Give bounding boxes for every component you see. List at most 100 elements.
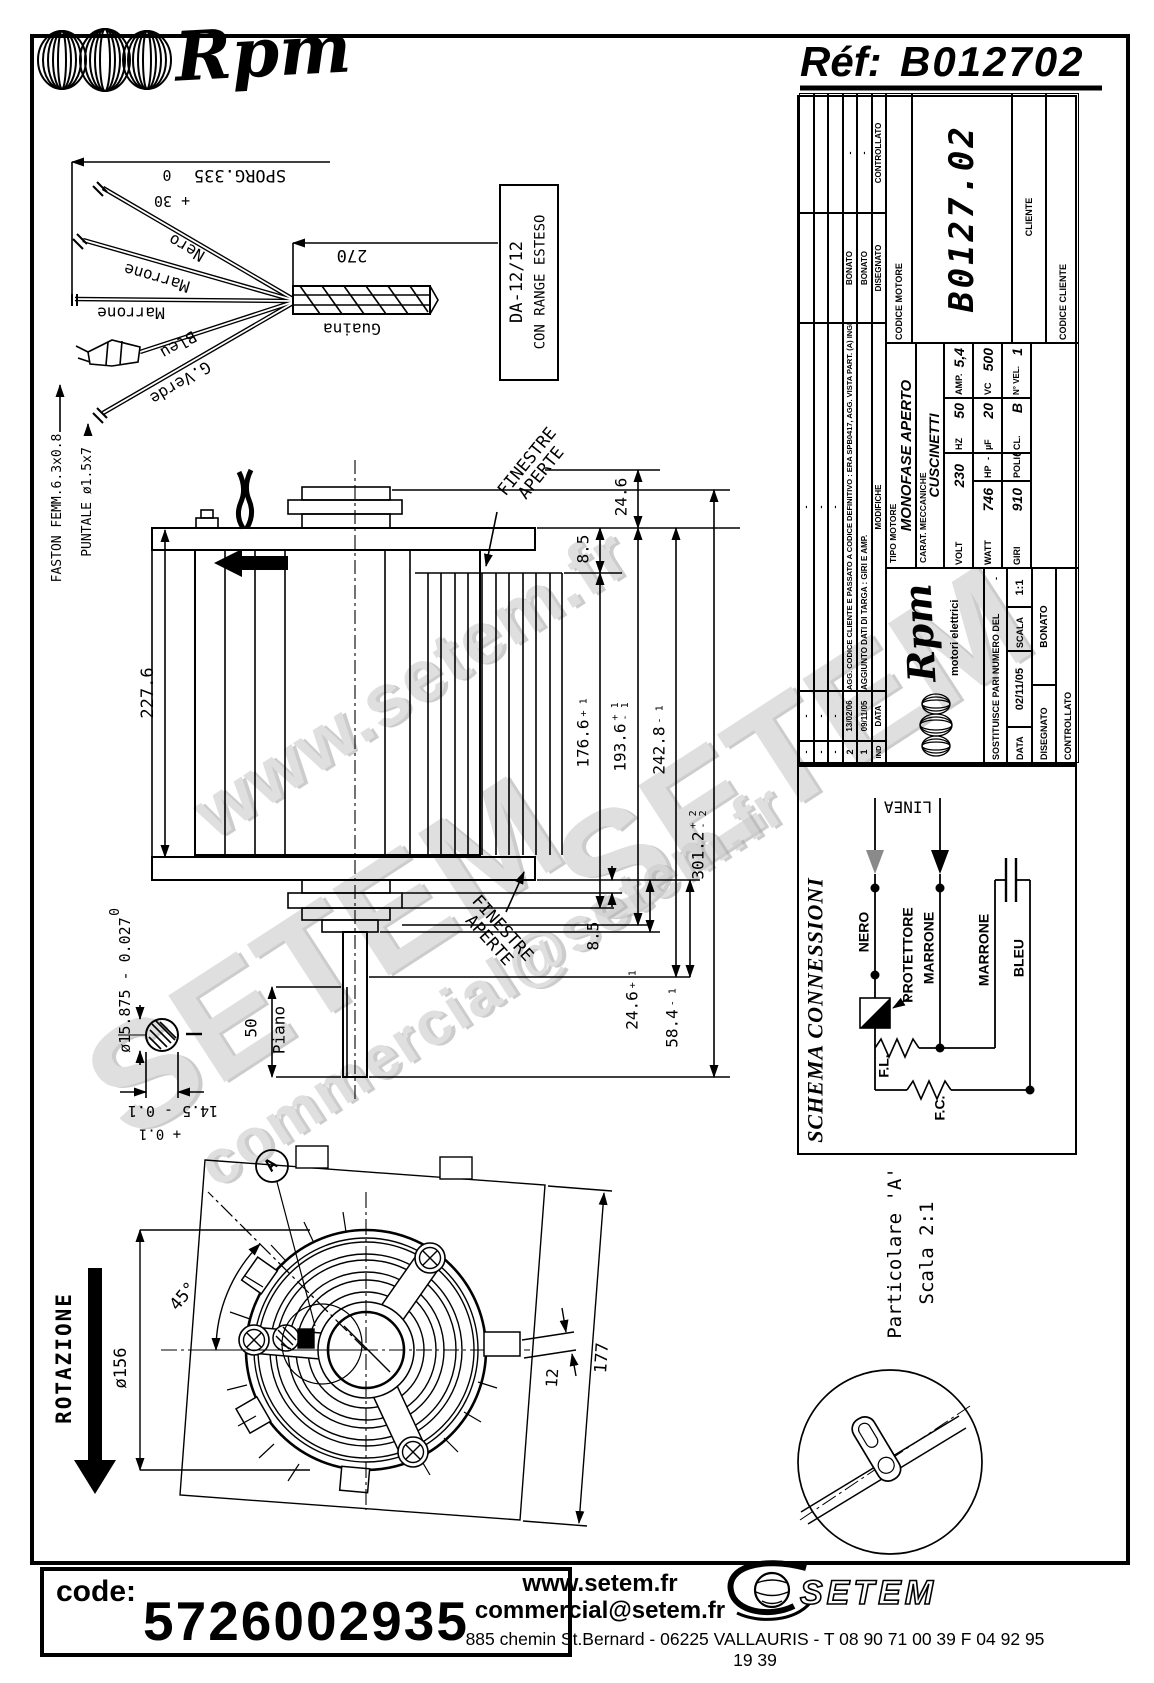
tb-nvel: N° VEL.1: [1002, 343, 1031, 398]
tb-disegnato-label: DISEGNATO: [1032, 685, 1056, 763]
schema-title: SCHEMA CONNESSIONI: [802, 877, 828, 1143]
code-box: code: 5726002935: [40, 1567, 572, 1657]
sheet-frame: [30, 34, 1130, 1565]
particolare-line1: Particolare 'A': [884, 1167, 907, 1339]
dim-24-6-b-tol: + 1: [627, 970, 639, 989]
rev-cell: [813, 93, 828, 213]
rev-cell: -: [828, 323, 843, 691]
shaft-section-detail: [118, 1005, 204, 1098]
tb-uf-label: µF: [982, 439, 993, 450]
dim-sporg-tol-30: + 30: [153, 191, 191, 210]
tb-amp-label: AMP.: [953, 373, 964, 395]
dim-227-6: 227.6: [138, 667, 159, 719]
motor-side-view: [118, 460, 740, 1100]
tb-amp-value: 5,4: [950, 348, 967, 368]
tb-logo-sub: motori elettrici: [949, 599, 961, 676]
note-box: [499, 184, 559, 381]
schema-linea: LINEA: [883, 797, 933, 817]
rev-cell: -: [799, 741, 814, 763]
dim-12: 12: [541, 1367, 563, 1389]
schema-fc: F.C.: [931, 1095, 948, 1121]
wire-label-marrone-2: Marrone: [97, 303, 165, 323]
dim-193-6-tolm: - 1: [620, 702, 631, 721]
tb-carat-value: CUSCINETTI: [926, 413, 942, 498]
tb-cl: CL.B: [1002, 398, 1031, 453]
tb-uf-value: 20: [979, 403, 996, 419]
dim-58-4-val: 58.4: [662, 1009, 682, 1048]
rev-header: CONTROLLATO: [871, 93, 886, 213]
dim-24-6-top: 24.6: [611, 477, 631, 517]
footer-website: www.setem.fr: [522, 1570, 678, 1597]
dim-sporg: SPORG.335: [193, 164, 287, 185]
rev-cell: [799, 213, 814, 323]
code-label: code:: [56, 1575, 137, 1608]
puntale-label: PUNTALE ø1.5x7: [80, 447, 96, 557]
rev-cell: -: [857, 93, 872, 213]
rev-header: DATA: [871, 691, 886, 741]
schema-fl: F.L.: [875, 1054, 892, 1078]
tb-poli-label: POLI: [1011, 456, 1022, 478]
dim-dia156: ø156: [111, 1347, 132, 1389]
tb-hz-value: 50: [950, 403, 967, 419]
tb-logo-text: Rpm: [894, 582, 945, 684]
tb-watt-label: WATT: [982, 540, 993, 565]
guaina-sheath: [292, 285, 439, 315]
tb-controllato-label: CONTROLLATO: [1056, 568, 1079, 763]
dim-58-4-tol: - 1: [667, 988, 679, 1007]
tb-tipo-motore: TIPO MOTORE MONOFASE APERTO: [886, 343, 916, 568]
rev-cell: BONATO: [857, 213, 872, 323]
tb-carat-meccaniche: CARAT. MECCANICHE CUSCINETTI: [916, 343, 944, 568]
dim-176-6-val: 176.6: [573, 719, 593, 768]
rpm-logo-text: Rpm: [172, 8, 353, 98]
tb-vc-label: VC: [982, 382, 993, 395]
rev-cell: -: [828, 741, 843, 763]
dim-shaft-dia: ø15.875 - 0.027: [116, 917, 135, 1053]
tb-tipo-label: TIPO MOTORE: [888, 503, 898, 563]
note-line1: DA-12/12: [507, 241, 528, 323]
dim-shaft-dia-tol0: 0: [108, 908, 124, 916]
setem-logo-text: SETEM: [800, 1574, 937, 1612]
tb-giri-label: GIRI: [1011, 546, 1022, 565]
rpm-logo-coils: [37, 28, 172, 92]
dim-24-6-b-val: 24.6: [622, 991, 642, 1030]
dim-24-6-bottom: 24.6 + 1: [622, 970, 642, 1030]
tb-data-value: 02/11/05: [1007, 651, 1032, 727]
rev-cell: -: [842, 93, 857, 213]
rev-header: IND: [871, 741, 886, 763]
tb-logo-coils: [919, 693, 953, 757]
rev-cell: [799, 93, 814, 213]
rev-cell: AGGIUNTO DATI DI TARGA : GIRI E AMP.: [857, 323, 872, 691]
tb-cl-value: B: [1008, 403, 1025, 414]
dim-242-8: 242.8- 1: [650, 705, 669, 774]
tb-tipo-value: MONOFASE APERTO: [897, 379, 915, 532]
dim-8-5-bottom: 8.5: [583, 921, 603, 951]
dim-301-2-val: 301.2: [688, 831, 708, 880]
tb-logo-cell: Rpm motori elettrici: [886, 568, 984, 763]
tb-vc-value: 500: [979, 348, 996, 372]
rev-cell: 13/02/06: [842, 691, 857, 741]
tb-hp-label: HP: [982, 465, 993, 478]
rev-cell: -: [799, 691, 814, 741]
schema-nero: NERO: [855, 911, 872, 953]
piano-label: Piano: [269, 1005, 289, 1055]
tb-sostituisce: SOSTITUISCE PARI NUMERO DEL -: [984, 568, 1007, 763]
wire-harness-drawing: [55, 157, 498, 436]
rev-cell: -: [828, 691, 843, 741]
title-block: - - - - - - - - - 2 13/02/06 AGG. CODICE…: [797, 93, 1079, 765]
tb-sost-label: SOSTITUISCE PARI NUMERO DEL: [990, 613, 1001, 760]
tb-codice-motore-label: CODICE MOTORE: [886, 93, 912, 343]
rev-cell: 09/11/05: [857, 691, 872, 741]
note-line2: CON RANGE ESTESO: [532, 214, 549, 350]
tb-hp: HP-: [973, 453, 1002, 481]
rev-cell: BONATO: [842, 213, 857, 323]
tb-sost-value: -: [990, 577, 1001, 580]
tb-poli-value: 6: [1009, 453, 1024, 457]
rev-cell: 2: [842, 741, 857, 763]
tb-scala-value: 1:1: [1007, 568, 1032, 607]
